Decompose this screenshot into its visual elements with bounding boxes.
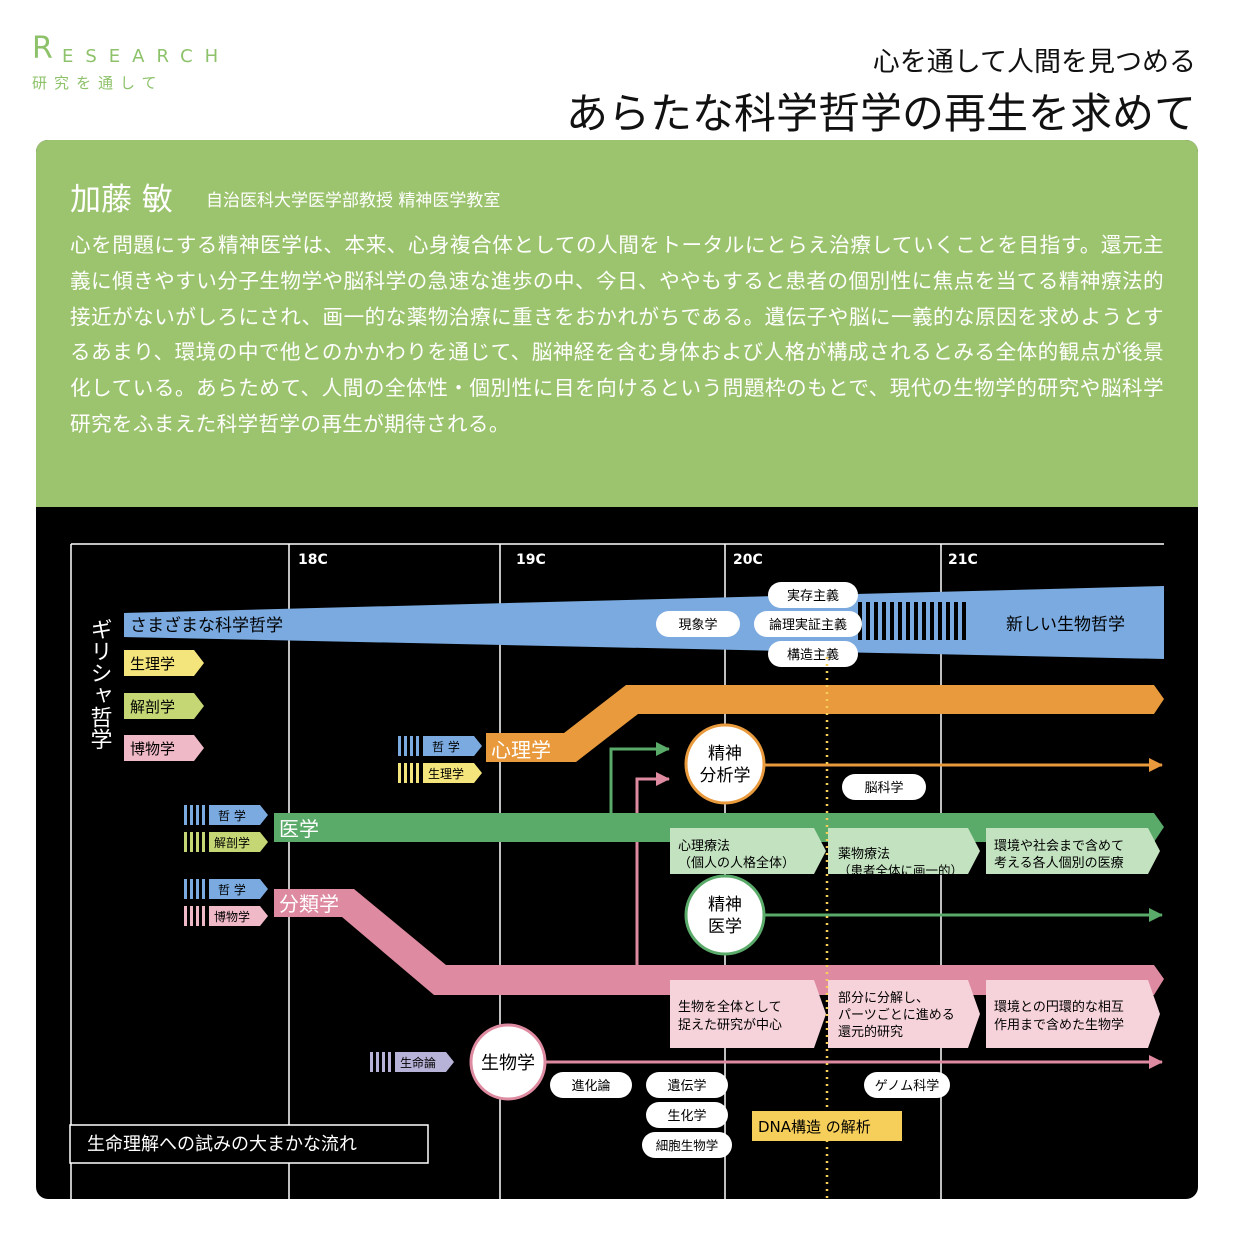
pill-biochemistry: 生化学 (667, 1108, 706, 1124)
diagram-caption: 生命理解への試みの大まかな流れ (87, 1134, 357, 1155)
tag-natural-history (124, 735, 204, 761)
bio-box-2-line-2: パーツごとに進める (838, 1007, 955, 1023)
bio-box-2-line-3: 還元的研究 (838, 1024, 903, 1040)
author-name: 加藤 敏 (70, 182, 173, 218)
med-box-3-line-2: 考える各人個別の医療 (994, 855, 1124, 871)
bio-box-reductive (828, 980, 980, 1048)
tag-natural-history-label: 博物学 (130, 740, 175, 758)
bio-box-1-line-1: 生物を全体として (678, 999, 782, 1015)
taxonomy-band (274, 889, 1164, 995)
dna-label: DNA構造 の解析 (758, 1118, 871, 1136)
arrow-medicine-to-psychoanalysis (609, 742, 670, 815)
med-box-pharmacotherapy (828, 828, 980, 874)
medicine-sources (184, 805, 268, 852)
flow-diagram: 18C 19C 20C 21C ギリシャ哲学 さまざまな科学哲学 新しい生物哲学… (69, 543, 1164, 1199)
psychiatry-label-2: 医学 (708, 917, 742, 937)
tag-anatomy-label: 解剖学 (130, 698, 175, 716)
tag-physiology-label: 生理学 (130, 655, 175, 673)
philosophy-label: さまざまな科学哲学 (130, 615, 283, 636)
psychology-sources (398, 736, 482, 783)
med-src-anatomy: 解剖学 (214, 835, 250, 850)
bio-box-circular (986, 980, 1160, 1048)
new-philosophy-label: 新しい生物哲学 (1006, 615, 1125, 635)
tag-physiology (124, 650, 204, 676)
century-21: 21C (948, 552, 978, 568)
psychiatry-label-1: 精神 (708, 895, 742, 915)
tax-src-natural-history: 博物学 (214, 909, 250, 924)
intro-section: 加藤 敏 自治医科大学医学部教授 精神医学教室 心を問題にする精神医学は、本来、… (36, 140, 1198, 507)
bio-box-2-line-1: 部分に分解し、 (838, 991, 929, 1006)
med-box-1-line-1: 心理療法 (678, 839, 730, 854)
med-src-philosophy: 哲 学 (218, 808, 246, 823)
med-box-individual-care (986, 828, 1160, 874)
med-box-1-line-2: （個人の人格全体） (678, 855, 795, 871)
pill-genetics: 遺伝学 (667, 1078, 706, 1094)
biology-circle (469, 1023, 547, 1101)
research-jp-label: 研究を通して (32, 74, 164, 92)
med-box-2-line-2: （患者全体に画一的） (838, 863, 963, 878)
philosophy-stripes (858, 602, 966, 640)
bio-box-3-line-1: 環境との円環的な相互 (994, 999, 1124, 1015)
author-affiliation: 自治医科大学医学部教授 精神医学教室 (206, 191, 501, 211)
century-18: 18C (298, 552, 328, 568)
psychoanalysis-label-1: 精神 (708, 744, 742, 764)
pill-phenomenology: 現象学 (678, 617, 717, 633)
century-19: 19C (516, 552, 546, 568)
bio-src-vitalism: 生命論 (400, 1055, 436, 1070)
page-title: あらたな科学哲学の再生を求めて (565, 89, 1196, 138)
pill-genomics: ゲノム科学 (875, 1078, 940, 1094)
research-initial: R (32, 31, 53, 66)
tax-src-philosophy: 哲 学 (218, 882, 246, 897)
biology-sources (370, 1052, 454, 1072)
psych-src-physiology: 生理学 (428, 766, 464, 781)
bio-box-3-line-2: 作用まで含めた生物学 (994, 1017, 1124, 1033)
pill-existentialism: 実存主義 (787, 588, 839, 604)
psychoanalysis-label-2: 分析学 (700, 766, 751, 786)
bio-box-1-line-2: 捉えた研究が中心 (678, 1018, 782, 1033)
psychoanalysis-circle (684, 723, 766, 805)
content-panel: 加藤 敏 自治医科大学医学部教授 精神医学教室 心を問題にする精神医学は、本来、… (36, 140, 1198, 1199)
biology-label: 生物学 (481, 1053, 535, 1074)
greek-philosophy-label: ギリシャ哲学 (87, 618, 112, 750)
medicine-label: 医学 (279, 817, 319, 841)
philosophy-band (124, 586, 1164, 659)
research-label: ESEARCH (62, 46, 231, 67)
tag-anatomy (124, 693, 204, 719)
arrow-taxonomy-to-psychoanalysis (635, 772, 670, 965)
page-subtitle: 心を通して人間を見つめる (872, 47, 1196, 78)
psych-src-philosophy: 哲 学 (432, 739, 460, 754)
century-20: 20C (733, 552, 763, 568)
pill-logical-positivism: 論理実証主義 (769, 617, 847, 633)
taxonomy-label: 分類学 (279, 892, 339, 916)
pill-structuralism: 構造主義 (787, 647, 839, 663)
psychology-band (486, 685, 1164, 762)
med-box-psychotherapy (670, 828, 826, 874)
psychiatry-circle (684, 874, 766, 956)
intro-body: 心を問題にする精神医学は、本来、心身複合体としての人間をトータルにとらえ治療して… (70, 233, 1164, 436)
pill-brain-science: 脳科学 (864, 780, 903, 796)
taxonomy-sources (184, 879, 268, 926)
bio-box-holistic (670, 980, 826, 1048)
med-box-2-line-1: 薬物療法 (838, 847, 890, 862)
pill-evolution: 進化論 (571, 1078, 610, 1094)
psychology-label: 心理学 (491, 738, 551, 762)
med-box-3-line-1: 環境や社会まで含めて (994, 838, 1124, 854)
pill-cell-biology: 細胞生物学 (656, 1138, 719, 1153)
